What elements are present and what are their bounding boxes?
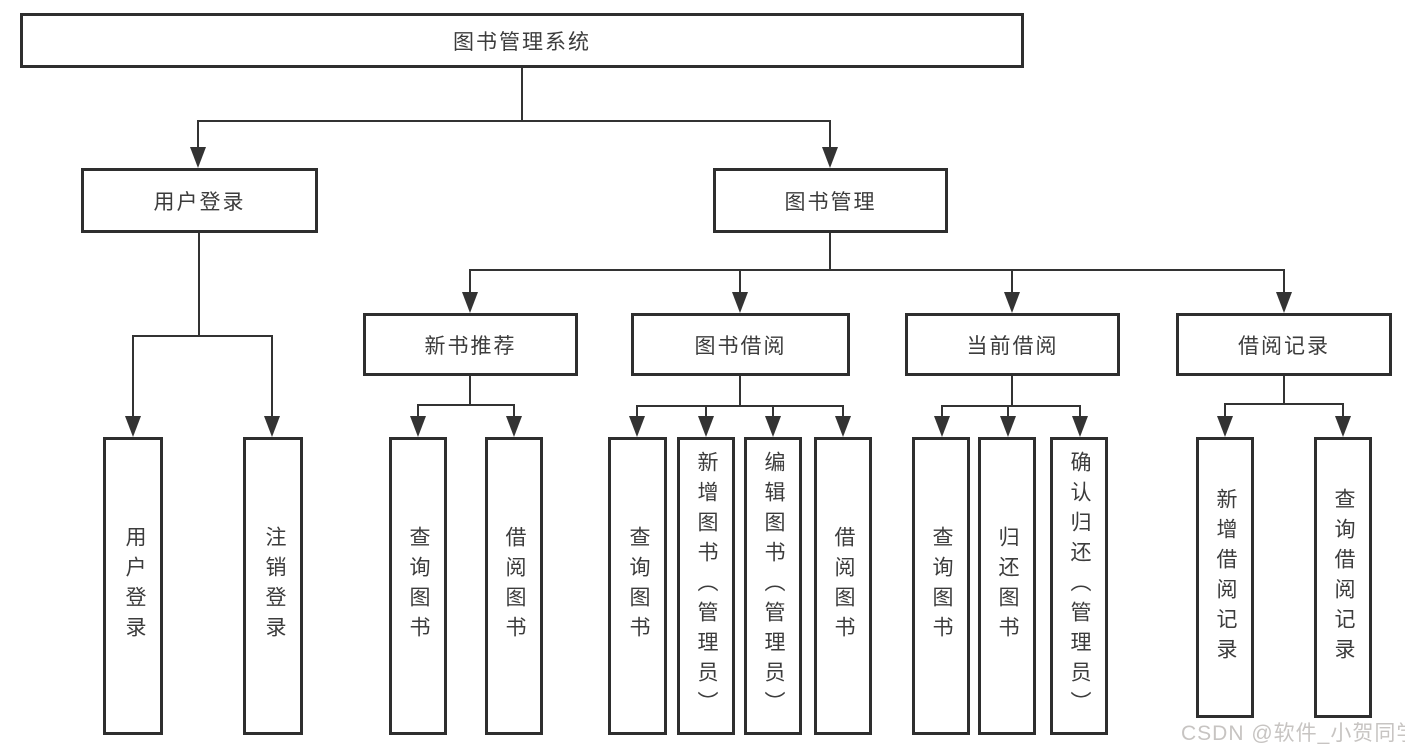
arrow-down-icon (835, 416, 851, 437)
node-book-borrowing: 图书借阅 (631, 313, 850, 376)
connector-to-book-borrowing (739, 269, 741, 293)
connector-leaf-stem (772, 405, 774, 418)
connector-leaf-stem (417, 404, 419, 418)
arrow-down-icon (1335, 416, 1351, 437)
connector-user-login-bar (132, 335, 273, 337)
node-book-management: 图书管理 (713, 168, 948, 233)
connector-new-book-bar (417, 404, 515, 406)
connector-book-management-stem (829, 233, 831, 271)
node-root: 图书管理系统 (20, 13, 1024, 68)
connector-leaf-stem (1079, 405, 1081, 418)
connector-leaf-stem (636, 405, 638, 418)
connector-to-book-management (829, 120, 831, 148)
node-new-book-recommendation: 新书推荐 (363, 313, 578, 376)
leaf-add-borrow-record: 新增借阅记录 (1196, 437, 1254, 718)
leaf-query-books-recommend: 查询图书 (389, 437, 447, 735)
connector-current-borrowing-bar (941, 405, 1081, 407)
csdn-watermark: CSDN @软件_小贺同学 (1181, 722, 1405, 745)
connector-to-leaf-logout (271, 335, 273, 417)
leaf-borrow-books-borrowing: 借阅图书 (814, 437, 872, 735)
connector-leaf-stem (705, 405, 707, 418)
connector-current-borrowing-stem (1011, 376, 1013, 406)
connector-to-current-borrowing (1011, 269, 1013, 293)
arrow-down-icon (125, 416, 141, 437)
arrow-down-icon (462, 292, 478, 313)
arrow-down-icon (506, 416, 522, 437)
connector-leaf-stem (1224, 403, 1226, 418)
arrow-down-icon (698, 416, 714, 437)
leaf-edit-book-admin: 编辑图书（管理员） (744, 437, 802, 735)
leaf-user-login: 用户登录 (103, 437, 163, 735)
connector-borrowing-records-bar (1224, 403, 1344, 405)
leaf-logout: 注销登录 (243, 437, 303, 735)
arrow-down-icon (934, 416, 950, 437)
connector-user-login-stem (198, 233, 200, 337)
leaf-return-books: 归还图书 (978, 437, 1036, 735)
connector-new-book-stem (469, 376, 471, 406)
connector-to-new-book (469, 269, 471, 293)
arrow-down-icon (1004, 292, 1020, 313)
node-borrowing-records: 借阅记录 (1176, 313, 1392, 376)
node-user-login: 用户登录 (81, 168, 318, 233)
arrow-down-icon (1217, 416, 1233, 437)
arrow-down-icon (1000, 416, 1016, 437)
connector-leaf-stem (513, 404, 515, 418)
node-current-borrowing: 当前借阅 (905, 313, 1120, 376)
leaf-borrow-books-recommend: 借阅图书 (485, 437, 543, 735)
arrow-down-icon (765, 416, 781, 437)
arrow-down-icon (1276, 292, 1292, 313)
connector-leaf-stem (941, 405, 943, 418)
leaf-confirm-return-admin: 确认归还（管理员） (1050, 437, 1108, 735)
arrow-down-icon (822, 147, 838, 168)
arrow-down-icon (629, 416, 645, 437)
connector-root-stem (521, 68, 523, 122)
arrow-down-icon (1072, 416, 1088, 437)
connector-borrowing-records-stem (1283, 376, 1285, 404)
connector-leaf-stem (1007, 405, 1009, 418)
connector-to-borrowing-records (1283, 269, 1285, 293)
arrow-down-icon (264, 416, 280, 437)
connector-leaf-stem (842, 405, 844, 418)
leaf-query-books-borrowing: 查询图书 (608, 437, 667, 735)
arrow-down-icon (190, 147, 206, 168)
connector-book-borrowing-bar (636, 405, 844, 407)
connector-to-user-login (197, 120, 199, 148)
arrow-down-icon (732, 292, 748, 313)
leaf-add-book-admin: 新增图书（管理员） (677, 437, 735, 735)
connector-book-borrowing-stem (739, 376, 741, 406)
connector-leaf-stem (1342, 403, 1344, 418)
connector-to-leaf-user-login (132, 335, 134, 417)
leaf-query-borrow-record: 查询借阅记录 (1314, 437, 1372, 718)
arrow-down-icon (410, 416, 426, 437)
leaf-query-books-current: 查询图书 (912, 437, 970, 735)
connector-root-bar (198, 120, 831, 122)
connector-book-management-bar (469, 269, 1285, 271)
